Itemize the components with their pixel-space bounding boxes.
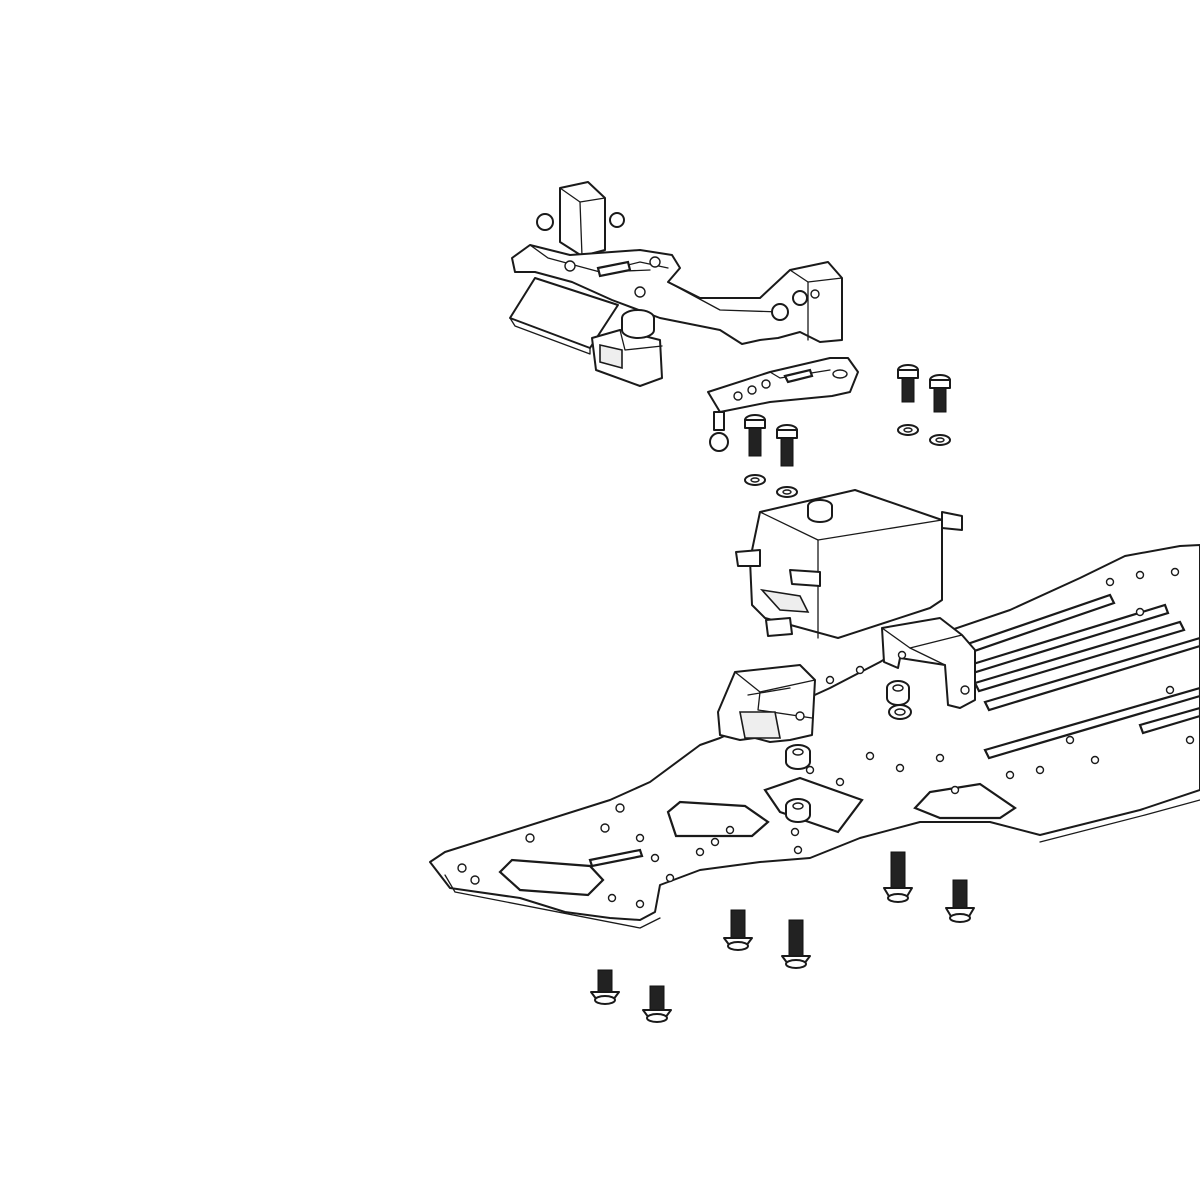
steering-bellcrank-assembly [509, 181, 843, 387]
screw-icon [723, 909, 753, 951]
washer-icon [897, 424, 919, 436]
chassis-slots [948, 593, 1200, 760]
bearing-stack [785, 680, 912, 823]
servo-horn [707, 357, 859, 452]
bearing-icon [888, 704, 912, 720]
bearing-icon [785, 798, 811, 823]
bearing-icon [886, 680, 910, 706]
washer-icon [776, 486, 798, 498]
chassis-cutouts [498, 776, 1017, 897]
screw-icon [945, 879, 975, 923]
screw-icon [744, 414, 766, 457]
chassis-plate [429, 544, 1200, 929]
washer-icon [929, 434, 951, 446]
screws [590, 364, 975, 1023]
screw-icon [642, 985, 672, 1023]
washer-icon [744, 474, 766, 486]
servo-mount-right [881, 617, 976, 709]
screw-icon [897, 364, 919, 403]
bearing-icon [785, 744, 811, 770]
chassis-holes [457, 567, 1195, 909]
screw-icon [781, 919, 811, 969]
screw-icon [590, 969, 620, 1005]
servo-mount-left [717, 664, 816, 743]
servo [735, 489, 963, 639]
screw-icon [776, 424, 798, 467]
screw-icon [883, 851, 913, 903]
screw-icon [929, 374, 951, 413]
